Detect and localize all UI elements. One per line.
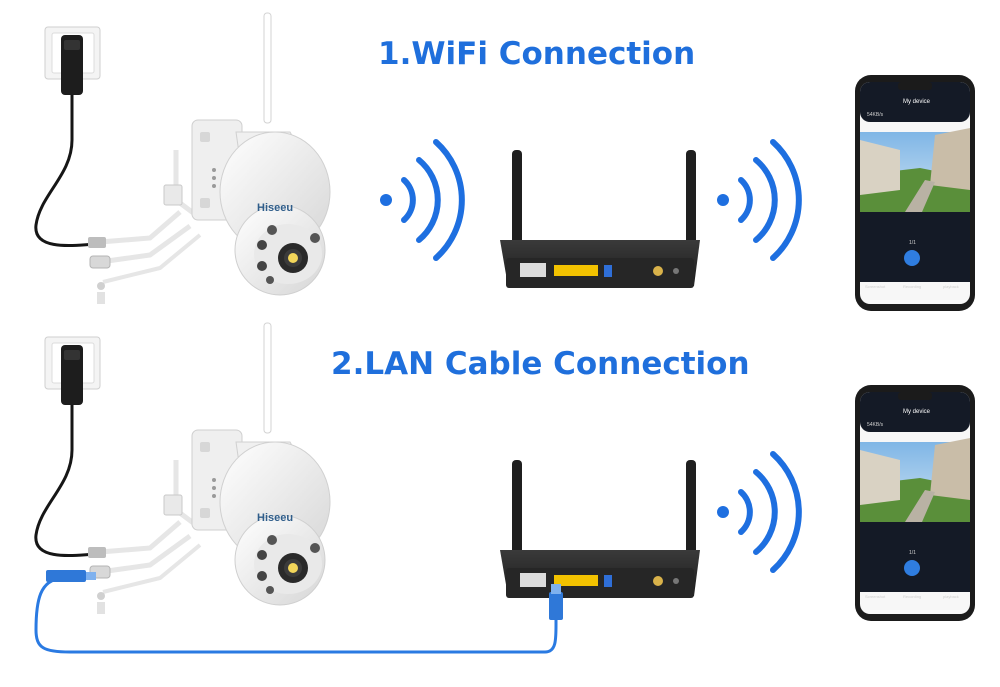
phone-action-screenshot: Screenshot [865,284,886,289]
phone-bitrate: 54KB/s [867,112,884,118]
phone-page-indicator: 1/1 [909,240,916,246]
phone-title: My device [903,409,931,415]
phone-action-playback: playback [943,284,959,289]
phone-action-screenshot: Screenshot [865,594,886,599]
phone-action-playback: playback [943,594,959,599]
camera-brand-logo: Hiseeu [257,512,293,524]
phone-page-indicator: 1/1 [909,550,916,556]
lan-connection-heading: 2.LAN Cable Connection [331,346,750,382]
phone-lan [855,385,975,621]
router-wifi [500,150,700,288]
camera-brand-logo: Hiseeu [257,202,293,214]
phone-action-recording: Recording [903,594,921,599]
wifi-signal-icon [380,142,462,258]
wifi-signal-icon [717,454,799,570]
phone-bitrate: 54KB/s [867,422,884,428]
phone-action-recording: Recording [903,284,921,289]
wifi-connection-heading: 1.WiFi Connection [378,36,696,72]
wifi-signal-icon [717,142,799,258]
lan-cable-icon [34,570,563,654]
router-lan [500,460,700,598]
phone-wifi [855,75,975,311]
phone-title: My device [903,99,931,105]
camera-setup-wifi [36,13,330,304]
